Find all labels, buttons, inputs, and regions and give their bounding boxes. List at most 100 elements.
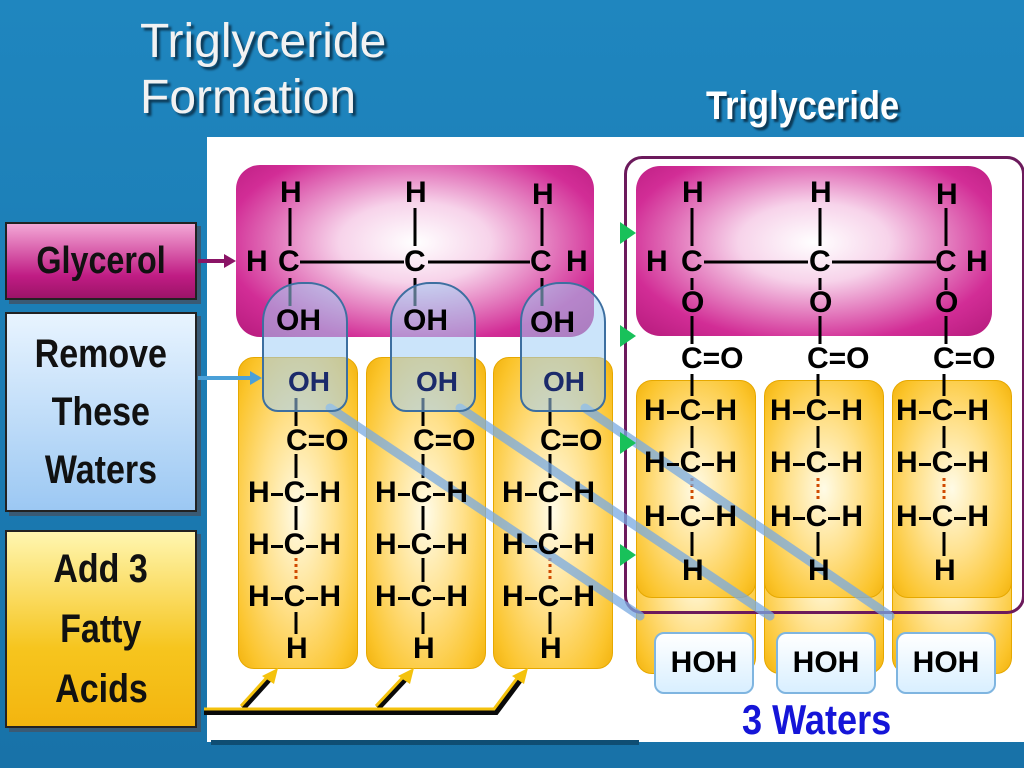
atom-c: C <box>931 500 954 533</box>
atom-h: H <box>896 500 918 533</box>
atom-h-right: H <box>566 245 588 278</box>
atom-c: C <box>410 580 433 613</box>
atom-c: C <box>679 500 702 533</box>
add-line-2: Fatty <box>60 607 142 651</box>
water-label-2: HOH <box>792 646 860 679</box>
bond <box>270 544 283 548</box>
atom-h: H <box>319 580 342 613</box>
add-line-1: Add 3 <box>53 547 149 591</box>
atom-oh-1: OH <box>276 304 321 337</box>
fa3-co: C=O <box>540 424 603 457</box>
remove-waters-label: Remove These Waters <box>5 312 197 512</box>
atom-h: H <box>770 500 792 533</box>
atom-h: H <box>502 476 524 509</box>
prod-atom-h-top-3: H <box>936 178 958 211</box>
bond <box>918 410 931 414</box>
atom-c: C <box>805 394 828 427</box>
prod-fa3-terminal-h: H <box>934 554 956 587</box>
atom-oh-2: OH <box>403 304 448 337</box>
bond <box>918 516 931 520</box>
atom-h: H <box>841 500 864 533</box>
green-marker-2 <box>620 325 636 347</box>
atom-h: H <box>644 394 666 427</box>
atom-c: C <box>283 580 306 613</box>
atom-h-top-1: H <box>280 176 302 209</box>
bond <box>433 492 446 496</box>
bond <box>306 544 319 548</box>
atom-h: H <box>715 446 738 479</box>
prod-atom-h-top-2: H <box>810 176 832 209</box>
title-line-1: Triglyceride <box>140 15 387 68</box>
atom-h: H <box>967 394 990 427</box>
prod-atom-h-right: H <box>966 245 988 278</box>
atom-c: C <box>931 446 954 479</box>
bond <box>792 462 805 466</box>
glycerol-label-text: Glycerol <box>36 239 166 282</box>
bond <box>954 462 967 466</box>
bond <box>666 462 679 466</box>
removed-water-bubble-2 <box>390 282 476 412</box>
atom-c: C <box>805 446 828 479</box>
atom-h: H <box>319 528 342 561</box>
bond <box>560 596 573 600</box>
bond <box>397 492 410 496</box>
atom-h: H <box>375 580 397 613</box>
bond <box>433 596 446 600</box>
bond <box>828 462 841 466</box>
bond <box>954 410 967 414</box>
water-label-3: HOH <box>912 646 980 679</box>
atom-c: C <box>410 528 433 561</box>
atom-h: H <box>770 394 792 427</box>
three-waters-caption: 3 Waters <box>742 696 892 743</box>
bond <box>524 544 537 548</box>
water-box-1: HOH <box>654 632 754 694</box>
fa3-terminal-h: H <box>540 632 562 665</box>
product-fatty-acid-3 <box>892 380 1012 598</box>
atom-c-3: C <box>530 245 552 278</box>
atom-c: C <box>410 476 433 509</box>
prod-atom-c-1: C <box>681 245 703 278</box>
bond <box>306 596 319 600</box>
removed-water-bubble-3 <box>520 282 606 412</box>
atom-h-top-2: H <box>405 176 427 209</box>
atom-h: H <box>967 446 990 479</box>
atom-h: H <box>573 528 596 561</box>
atom-h: H <box>573 580 596 613</box>
prod-atom-c-2: C <box>809 245 831 278</box>
bond <box>433 544 446 548</box>
bond <box>524 596 537 600</box>
bond <box>828 410 841 414</box>
atom-h: H <box>770 446 792 479</box>
prod-fa1-terminal-h: H <box>682 554 704 587</box>
atom-c: C <box>537 528 560 561</box>
atom-c: C <box>537 476 560 509</box>
green-marker-4 <box>620 544 636 566</box>
prod-atom-co-2: C=O <box>807 342 870 375</box>
atom-c-2: C <box>404 245 426 278</box>
atom-h: H <box>248 476 270 509</box>
bond <box>270 492 283 496</box>
atom-h: H <box>841 446 864 479</box>
atom-h: H <box>644 500 666 533</box>
panel-shadow <box>211 740 639 745</box>
atom-h: H <box>502 580 524 613</box>
atom-h: H <box>967 500 990 533</box>
atom-h: H <box>446 580 469 613</box>
bond <box>524 492 537 496</box>
atom-c: C <box>283 528 306 561</box>
atom-h: H <box>715 394 738 427</box>
prod-atom-co-3: C=O <box>933 342 996 375</box>
green-marker-1 <box>620 222 636 244</box>
atom-c: C <box>931 394 954 427</box>
bond <box>792 410 805 414</box>
atom-c: C <box>537 580 560 613</box>
